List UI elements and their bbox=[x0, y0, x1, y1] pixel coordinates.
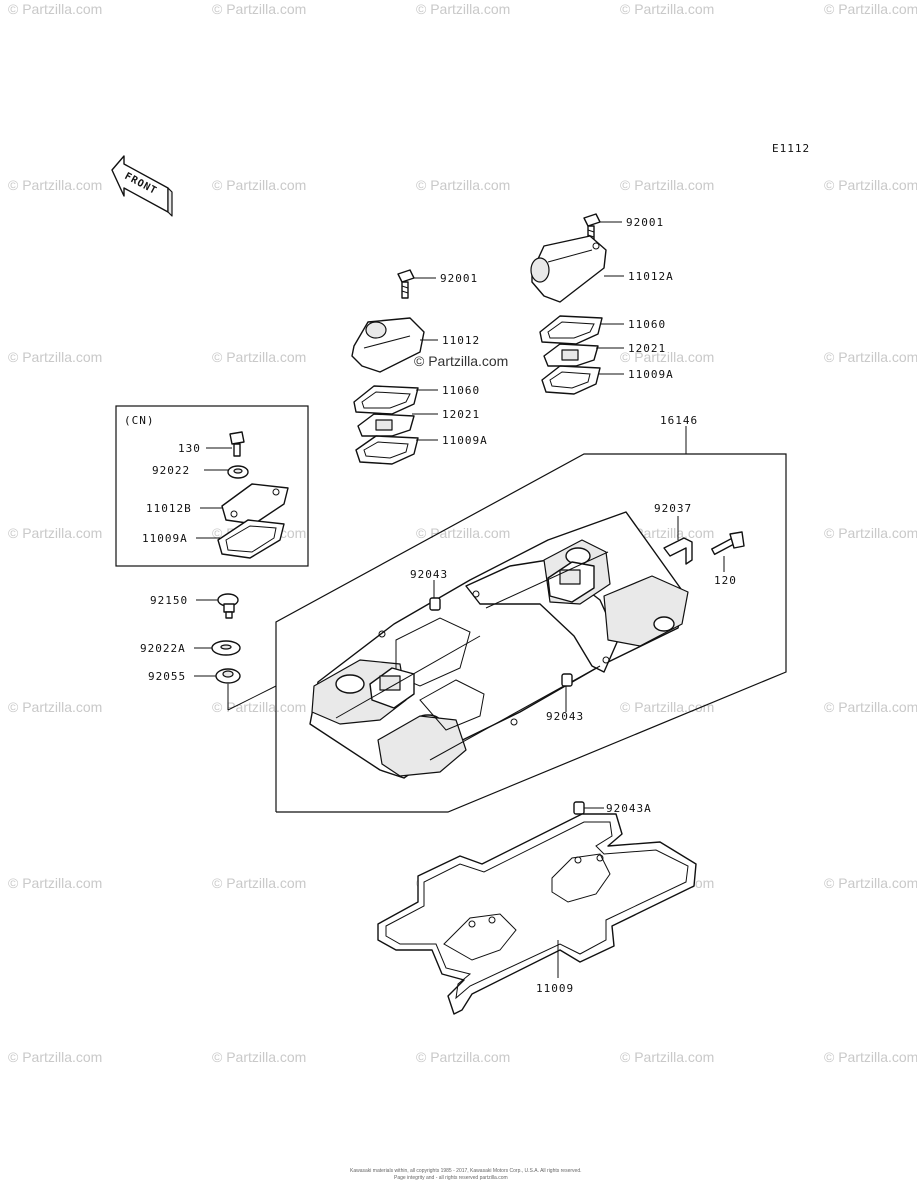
watermark: © Partzilla.com bbox=[212, 875, 306, 891]
label-11012A: 11012A bbox=[628, 270, 674, 283]
gasket-11009A-left bbox=[355, 435, 438, 465]
watermark: © Partzilla.com bbox=[212, 177, 306, 193]
label-12021-right: 12021 bbox=[628, 342, 666, 355]
watermark: © Partzilla.com bbox=[212, 699, 306, 715]
cover-11012B bbox=[200, 483, 289, 525]
watermark: © Partzilla.com bbox=[8, 875, 102, 891]
watermark: © Partzilla.com bbox=[620, 349, 714, 365]
label-11009A-cn: 11009A bbox=[142, 532, 188, 545]
gasket-11060-right bbox=[539, 315, 624, 345]
watermark: © Partzilla.com bbox=[416, 1, 510, 17]
grommet-92055 bbox=[194, 668, 241, 684]
label-92022A: 92022A bbox=[140, 642, 186, 655]
label-92043A: 92043A bbox=[606, 802, 652, 815]
copyright-line-2: Page integrity and - all rights reserved… bbox=[394, 1175, 508, 1181]
label-92001-left: 92001 bbox=[440, 272, 478, 285]
washer-92022A bbox=[194, 640, 241, 656]
watermark: © Partzilla.com bbox=[824, 525, 917, 541]
front-arrow-icon: FRONT bbox=[111, 155, 173, 217]
inset-title: (CN) bbox=[124, 414, 155, 427]
watermark: © Partzilla.com bbox=[8, 699, 102, 715]
watermark: © Partzilla.com bbox=[824, 177, 917, 193]
label-92037: 92037 bbox=[654, 502, 692, 515]
label-92055: 92055 bbox=[148, 670, 186, 683]
gasket-11009A-right bbox=[541, 365, 624, 395]
breather-cover-11012 bbox=[351, 317, 438, 373]
cylinder-head-cover-16146 bbox=[309, 511, 689, 779]
watermark: © Partzilla.com bbox=[824, 1, 917, 17]
label-11060-right: 11060 bbox=[628, 318, 666, 331]
watermark: © Partzilla.com bbox=[8, 349, 102, 365]
label-12021-left: 12021 bbox=[442, 408, 480, 421]
label-11060-left: 11060 bbox=[442, 384, 480, 397]
watermark: © Partzilla.com bbox=[824, 875, 917, 891]
label-11009A-left: 11009A bbox=[442, 434, 488, 447]
watermark: © Partzilla.com bbox=[212, 349, 306, 365]
watermark: © Partzilla.com bbox=[416, 1049, 510, 1065]
dowel-92043-bottom bbox=[561, 673, 573, 712]
label-120: 120 bbox=[714, 574, 737, 587]
dowel-92043-top bbox=[429, 580, 441, 611]
gasket-11009A-cn bbox=[196, 519, 285, 559]
label-92043-bottom: 92043 bbox=[546, 710, 584, 723]
label-130: 130 bbox=[178, 442, 201, 455]
watermark: © Partzilla.com bbox=[620, 1049, 714, 1065]
label-92043-top: 92043 bbox=[410, 568, 448, 581]
label-92022: 92022 bbox=[152, 464, 190, 477]
copyright-line-1: Kawasaki materials within, all copyright… bbox=[350, 1168, 582, 1174]
watermark: © Partzilla.com bbox=[620, 1, 714, 17]
label-92150: 92150 bbox=[150, 594, 188, 607]
watermark: © Partzilla.com bbox=[212, 1, 306, 17]
watermark: © Partzilla.com bbox=[824, 699, 917, 715]
bolt-92001-left bbox=[397, 269, 436, 299]
watermark: © Partzilla.com bbox=[212, 1049, 306, 1065]
watermark-grid: © Partzilla.com © Partzilla.com © Partzi… bbox=[8, 1, 917, 1065]
watermark: © Partzilla.com bbox=[8, 177, 102, 193]
watermark: © Partzilla.com bbox=[824, 349, 917, 365]
diagram-code: E1112 bbox=[772, 142, 810, 155]
bolt-92150 bbox=[196, 593, 239, 619]
label-11009A-right: 11009A bbox=[628, 368, 674, 381]
watermark: © Partzilla.com bbox=[8, 525, 102, 541]
label-16146: 16146 bbox=[660, 414, 698, 427]
label-92001-right: 92001 bbox=[626, 216, 664, 229]
bolt-130 bbox=[206, 431, 245, 457]
inset-box-cn bbox=[115, 405, 309, 567]
washer-92022 bbox=[204, 465, 249, 479]
gasket-11009 bbox=[377, 813, 697, 1015]
watermark: © Partzilla.com bbox=[620, 177, 714, 193]
plate-12021-left bbox=[357, 413, 438, 437]
assembly-frame-16146 bbox=[275, 426, 787, 813]
label-11012B: 11012B bbox=[146, 502, 192, 515]
watermark: © Partzilla.com bbox=[8, 1049, 102, 1065]
clip-92037 bbox=[663, 516, 693, 565]
label-11009: 11009 bbox=[536, 982, 574, 995]
label-11012: 11012 bbox=[442, 334, 480, 347]
bolt-92001-right bbox=[583, 213, 622, 243]
watermark: © Partzilla.com bbox=[8, 1, 102, 17]
center-watermark: © Partzilla.com bbox=[414, 353, 508, 369]
bolt-120 bbox=[711, 531, 745, 572]
watermark: © Partzilla.com bbox=[416, 525, 510, 541]
gasket-11060-left bbox=[353, 385, 438, 415]
watermark: © Partzilla.com bbox=[416, 177, 510, 193]
leader-92055-frame bbox=[227, 685, 277, 711]
breather-cover-11012A bbox=[530, 235, 624, 303]
plate-12021-right bbox=[543, 343, 624, 367]
watermark: © Partzilla.com bbox=[824, 1049, 917, 1065]
dowel-92043A bbox=[573, 801, 604, 815]
